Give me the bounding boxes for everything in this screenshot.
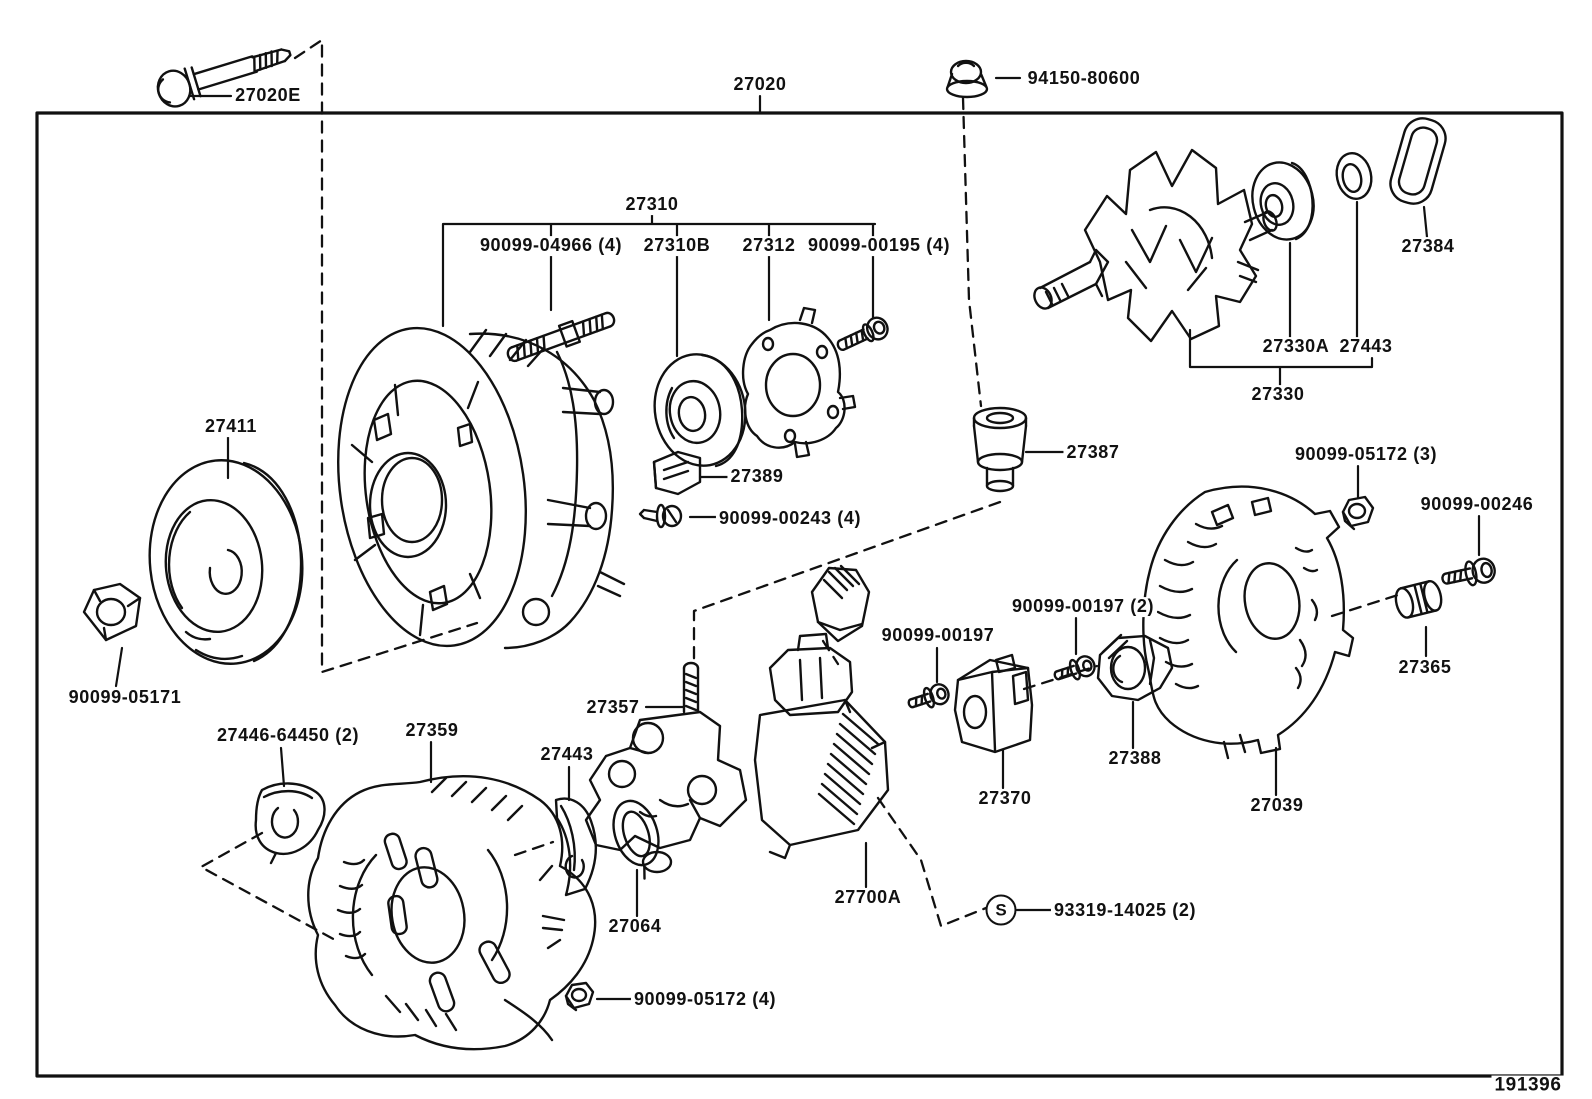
part-label-27411: 27411 [201,416,261,437]
bearing-27310b-illustration [653,353,747,468]
diagram-border [35,111,1564,1078]
part-label-27310b: 27310B [640,235,714,256]
rear-cover-27359-illustration [307,775,597,1051]
part-label-27443-mid: 27443 [537,744,597,765]
clamp-27446-illustration [254,782,326,865]
part-label-27357: 27357 [583,697,643,718]
stud-insulator-cap-illustration [810,564,871,643]
part-label-90099-00195: 90099-00195 (4) [804,235,954,256]
part-label-27365: 27365 [1395,657,1455,678]
leader-lines [114,76,1481,1001]
part-label-27388: 27388 [1105,748,1165,769]
dashed-guide-lines [199,38,1403,943]
part-label-27310: 27310 [622,194,682,215]
part-label-90099-00243: 90099-00243 (4) [715,508,865,529]
rear-frame-27039-illustration [1142,485,1355,760]
part-label-90099-00197-2: 90099-00197 (2) [1008,596,1158,617]
part-label-27387: 27387 [1063,442,1123,463]
rotor-27330-illustration [1033,148,1278,343]
part-label-27359: 27359 [402,720,462,741]
grommet-27384-illustration [1389,117,1447,205]
ring-27443-top-illustration [1335,152,1373,200]
part-label-90099-00197: 90099-00197 [878,625,998,646]
part-label-27039: 27039 [1247,795,1307,816]
through-bolt-27020e-illustration [156,48,292,108]
stud-bolt-90099-04966-illustration [506,311,616,363]
front-bracket-illustration [337,326,626,650]
part-label-90099-04966: 90099-04966 (4) [476,235,626,256]
part-label-90099-00246: 90099-00246 [1417,494,1537,515]
gasket-27064-illustration [612,799,660,880]
pulley-27411-illustration [148,459,304,665]
cover-27388-illustration [1096,633,1174,702]
part-label-27312: 27312 [739,235,799,256]
part-label-27446-64450: 27446-64450 (2) [213,725,363,746]
bolt-90099-00246-illustration [1441,557,1496,587]
cap-nut-94150-illustration [945,59,989,99]
part-label-90099-05172-3: 90099-05172 (3) [1291,444,1441,465]
bolt-90099-00197-illustration [907,683,950,709]
nut-90099-05172-3-illustration [1341,495,1375,531]
part-label-27370: 27370 [975,788,1035,809]
sheet-number: 191396 [1491,1075,1565,1097]
part-label-93319-14025: 93319-14025 (2) [1050,900,1200,921]
bolt-90099-00197-2-illustration [1053,655,1096,681]
spacer-27365-illustration [1394,579,1443,619]
screw-90099-00243-illustration [638,503,683,529]
part-label-27064: 27064 [605,916,665,937]
nut-90099-05172-4-illustration [564,981,595,1012]
retainer-plate-27312-illustration [741,306,857,459]
part-label-27384: 27384 [1398,236,1458,257]
cap-27389-illustration [652,450,702,496]
bushing-27387-illustration [972,406,1028,493]
brush-holder-27357-illustration [584,661,748,874]
part-label-90099-05172-4: 90099-05172 (4) [630,989,780,1010]
part-label-27330: 27330 [1248,384,1308,405]
bolt-90099-00195-illustration [836,316,889,352]
part-label-27330a: 27330A [1259,336,1333,357]
part-label-90099-05171: 90099-05171 [65,687,185,708]
part-label-27020e: 27020E [232,85,304,106]
plate-27443-mid-illustration [554,797,597,897]
part-label-27700a: 27700A [831,887,905,908]
part-label-94150-80600: 94150-80600 [1024,68,1144,89]
part-label-27443-top: 27443 [1336,336,1396,357]
part-label-27389: 27389 [727,466,787,487]
regulator-27700a-illustration [753,632,890,860]
bearing-27330a-illustration [1251,161,1315,241]
part-label-27020: 27020 [730,74,790,95]
substitution-symbol-s: S [985,894,1017,926]
nut-90099-05171-illustration [82,582,142,642]
insulator-27370-illustration [953,653,1034,754]
